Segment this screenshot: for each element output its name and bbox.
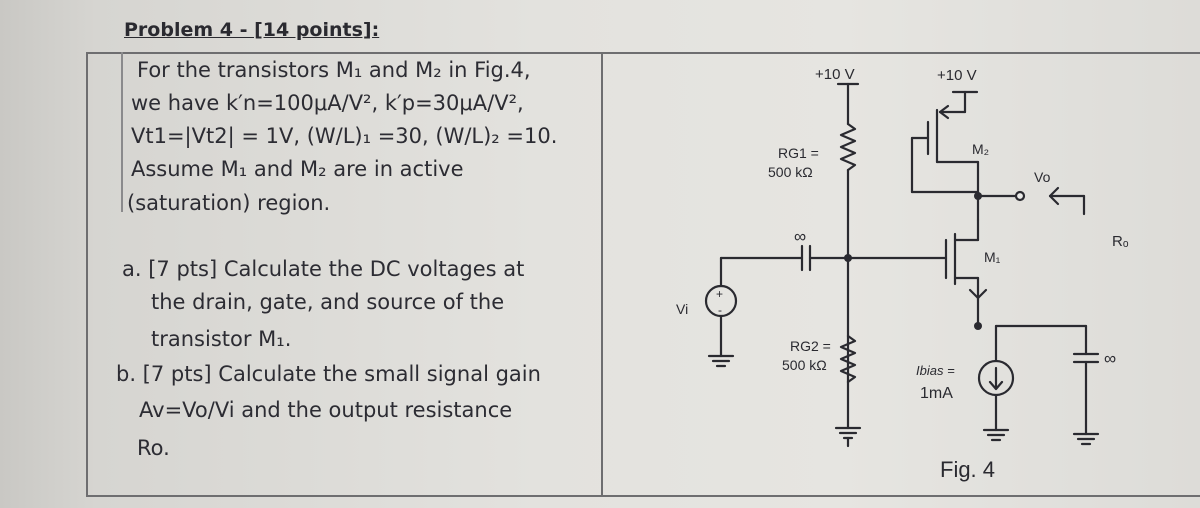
- column-divider: [601, 52, 603, 497]
- source-label: Vi: [676, 301, 688, 317]
- rg1-value: 500 kΩ: [768, 164, 813, 180]
- output-cap-label: ∞: [1104, 349, 1116, 368]
- problem-frame: [86, 52, 1200, 497]
- part-b-line-3: Ro.: [137, 436, 170, 460]
- intro-line-3: Vt1=|Vt2| = 1V, (W/L)₁ =30, (W/L)₂ =10.: [131, 124, 558, 148]
- intro-line-4: Assume M₁ and M₂ are in active: [131, 157, 464, 181]
- ibias-value: 1mA: [920, 385, 953, 402]
- source-minus: -: [718, 303, 722, 317]
- source-plus: +: [716, 287, 723, 301]
- ro-label: Rₒ: [1112, 233, 1129, 250]
- figure-caption: Fig. 4: [940, 457, 995, 482]
- intro-line-1: For the transistors M₁ and M₂ in Fig.4,: [137, 58, 531, 82]
- intro-line-2: we have k′n=100μA/V², k′p=30μA/V²,: [131, 91, 524, 115]
- rg1-label: RG1 =: [778, 145, 819, 161]
- circuit-diagram: +10 V +10 V RG1 = 500 kΩ ∞ Vi + - RG2 = …: [676, 66, 1129, 482]
- left-supply-label: +10 V: [815, 66, 855, 83]
- m1-label: M₁: [984, 249, 1001, 265]
- problem-heading: Problem 4 - [14 points]:: [124, 19, 380, 41]
- part-b-line-2: Av=Vo/Vi and the output resistance: [139, 398, 513, 422]
- right-supply-label: +10 V: [937, 67, 977, 84]
- intro-line-5: (saturation) region.: [127, 191, 331, 215]
- input-cap-label: ∞: [794, 227, 806, 246]
- part-a-line-1: a. [7 pts] Calculate the DC voltages at: [122, 257, 525, 281]
- m2-label: M₂: [972, 141, 989, 157]
- part-a-line-2: the drain, gate, and source of the: [151, 290, 505, 314]
- part-b-line-1: b. [7 pts] Calculate the small signal ga…: [116, 362, 541, 386]
- ibias-label: Ibias =: [916, 363, 955, 378]
- rg2-label: RG2 =: [790, 338, 831, 354]
- part-a-line-3: transistor M₁.: [151, 327, 292, 351]
- rg2-value: 500 kΩ: [782, 357, 827, 373]
- inner-border: [121, 52, 123, 212]
- vo-label: Vo: [1034, 169, 1051, 185]
